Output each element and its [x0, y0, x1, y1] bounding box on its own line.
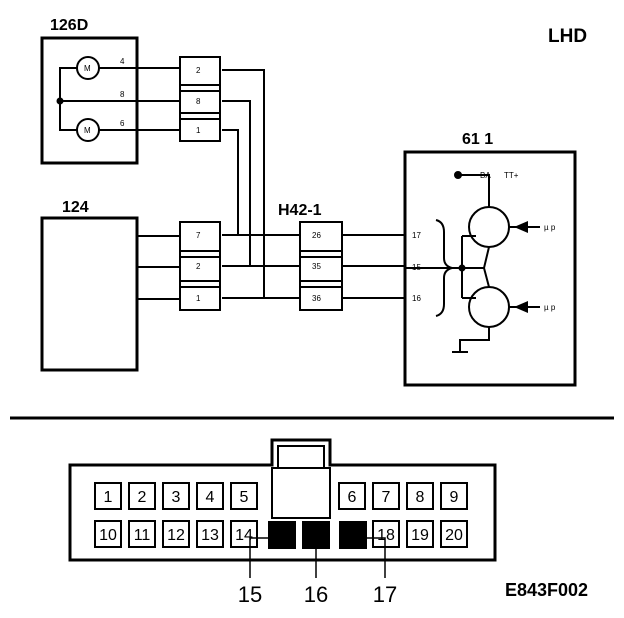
ecu-pin: 17	[412, 231, 421, 240]
pin-15-filled	[268, 521, 296, 549]
connector-pin-label: 1	[104, 489, 113, 506]
pointer-label: 17	[373, 582, 397, 607]
label-126d: 126D	[50, 17, 88, 34]
connector-housing	[68, 438, 497, 562]
connector-pin-label: 3	[172, 489, 181, 506]
pointer-label: 15	[238, 582, 262, 607]
ecu-pin: 15	[412, 263, 421, 272]
lhd-label: LHD	[548, 26, 587, 47]
pin-126d-6: 6	[120, 119, 125, 128]
pin-16-filled	[302, 521, 330, 549]
mu-p-label: µ p	[544, 223, 556, 232]
connector-b	[179, 221, 221, 311]
mu-p-label: µ p	[544, 303, 556, 312]
wire-a1	[222, 129, 239, 236]
conn-b-pin: 1	[196, 294, 201, 303]
connector-pin-label: 4	[206, 489, 215, 506]
connector-pin-label: 5	[240, 489, 249, 506]
connector-pin-label: 14	[235, 527, 253, 544]
connector-pin-label: 6	[348, 489, 357, 506]
figure-code: E843F002	[505, 580, 588, 600]
connector-pin-label: 13	[201, 527, 219, 544]
conn-b-pin: 2	[196, 262, 201, 271]
conn-b-pin: 7	[196, 231, 201, 240]
component-124-box	[40, 216, 139, 372]
ecu-pin: 16	[412, 294, 421, 303]
connector-pin-label: 18	[377, 527, 395, 544]
connector-pin-label: 7	[382, 489, 391, 506]
transistor-bottom	[468, 286, 510, 328]
pin-17-filled	[339, 521, 367, 549]
connector-pin-label: 9	[450, 489, 459, 506]
connector-pin-label: 19	[411, 527, 429, 544]
pointer-label: 16	[304, 582, 328, 607]
motor-label: M	[84, 64, 91, 73]
pin-126d-4: 4	[120, 57, 125, 66]
conn-a-pin: 8	[196, 97, 201, 106]
transistor-top	[468, 206, 510, 248]
connector-pin-label: 10	[99, 527, 117, 544]
connector-a	[179, 56, 221, 142]
conn-a-pin: 1	[196, 126, 201, 135]
ba-label: BA	[480, 171, 491, 180]
connector-pin-label: 12	[167, 527, 185, 544]
connector-pin-label: 20	[445, 527, 463, 544]
connector-pin-label: 2	[138, 489, 147, 506]
connector-h42	[299, 221, 343, 311]
conn-a-pin: 2	[196, 66, 201, 75]
connector-pin-label: 11	[134, 527, 151, 544]
conn-h42-pin: 35	[312, 262, 321, 271]
label-h42: H42-1	[278, 202, 322, 219]
motor-label: M	[84, 126, 91, 135]
tt-label: TT+	[504, 171, 519, 180]
label-124: 124	[62, 199, 89, 216]
wire-a8	[222, 100, 251, 267]
conn-h42-pin: 26	[312, 231, 321, 240]
conn-h42-pin: 36	[312, 294, 321, 303]
label-61: 61 1	[462, 131, 493, 148]
wire-a2	[222, 69, 265, 299]
pin-126d-8: 8	[120, 90, 125, 99]
connector-pin-label: 8	[416, 489, 425, 506]
